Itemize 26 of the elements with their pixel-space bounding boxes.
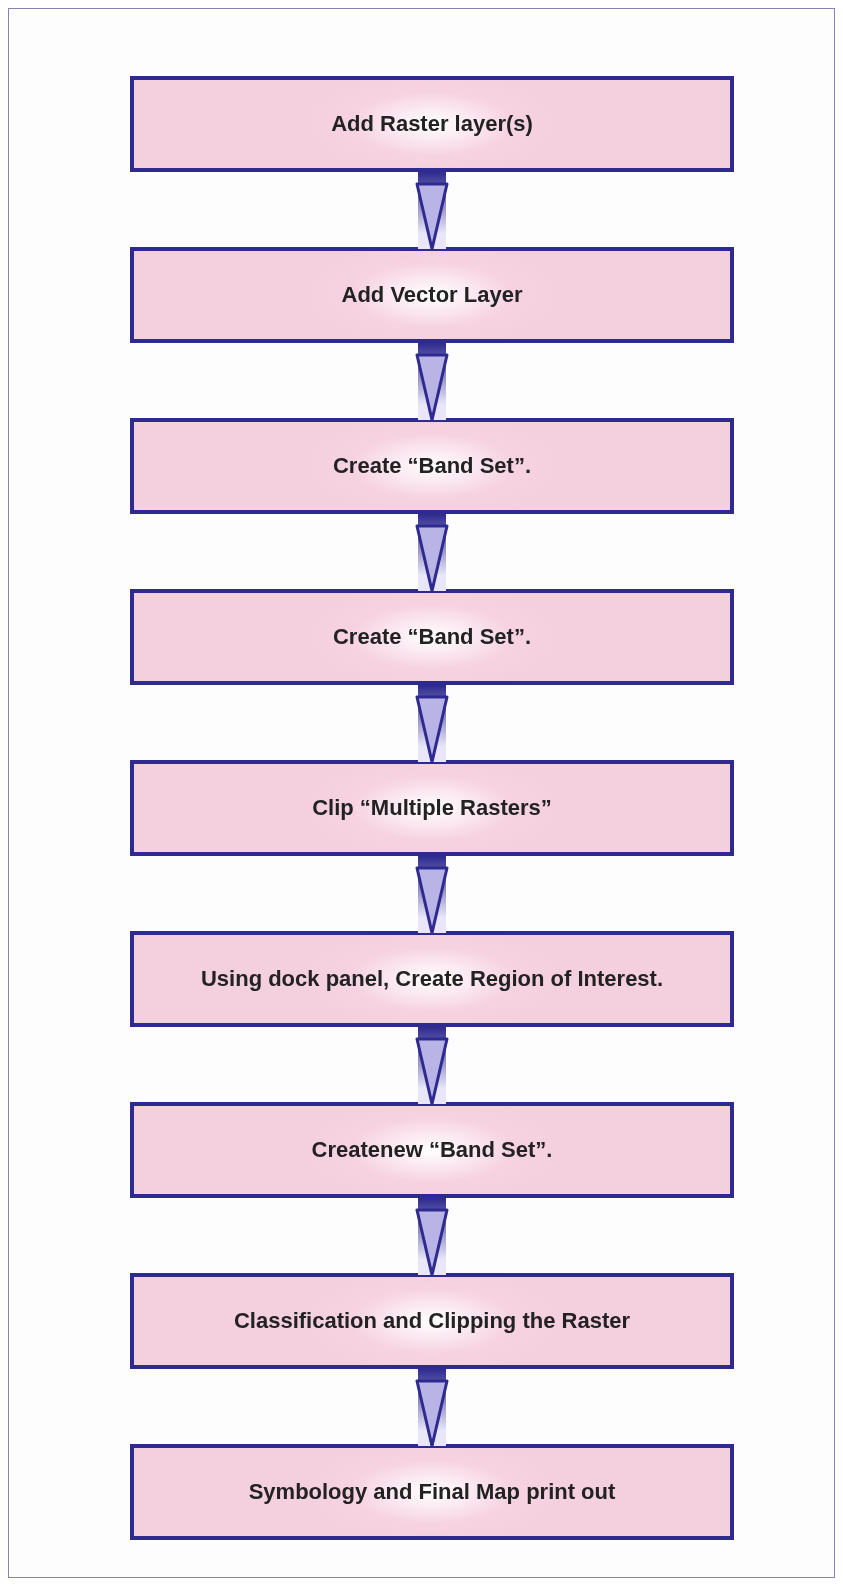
step-text: Create “Band Set”. [332,452,532,480]
process-box [130,931,734,1027]
arrow [415,172,449,251]
step-text: Create “Band Set”. [332,623,532,651]
process-box [130,418,734,514]
step-text: Add Raster layer(s) [331,110,533,138]
arrow [415,343,449,422]
process-box [130,589,734,685]
arrow [415,856,449,935]
step-text: Using dock panel, Create Region of Interest. [200,965,664,993]
process-box [130,76,734,172]
arrow [415,1198,449,1277]
arrow [415,514,449,593]
step-text: Createnew “Band Set”. [311,1136,553,1164]
step-text: Classification and Clipping the Raster [233,1307,631,1335]
arrow [415,1027,449,1106]
process-box [130,760,734,856]
step-text: Add Vector Layer [341,281,523,309]
step-text: Symbology and Final Map print out [248,1478,616,1506]
step-text: Clip “Multiple Rasters” [312,794,552,822]
process-box [130,1102,734,1198]
arrow [415,685,449,764]
process-box [130,1273,734,1369]
arrow [415,1369,449,1448]
process-box [130,247,734,343]
process-box [130,1444,734,1540]
